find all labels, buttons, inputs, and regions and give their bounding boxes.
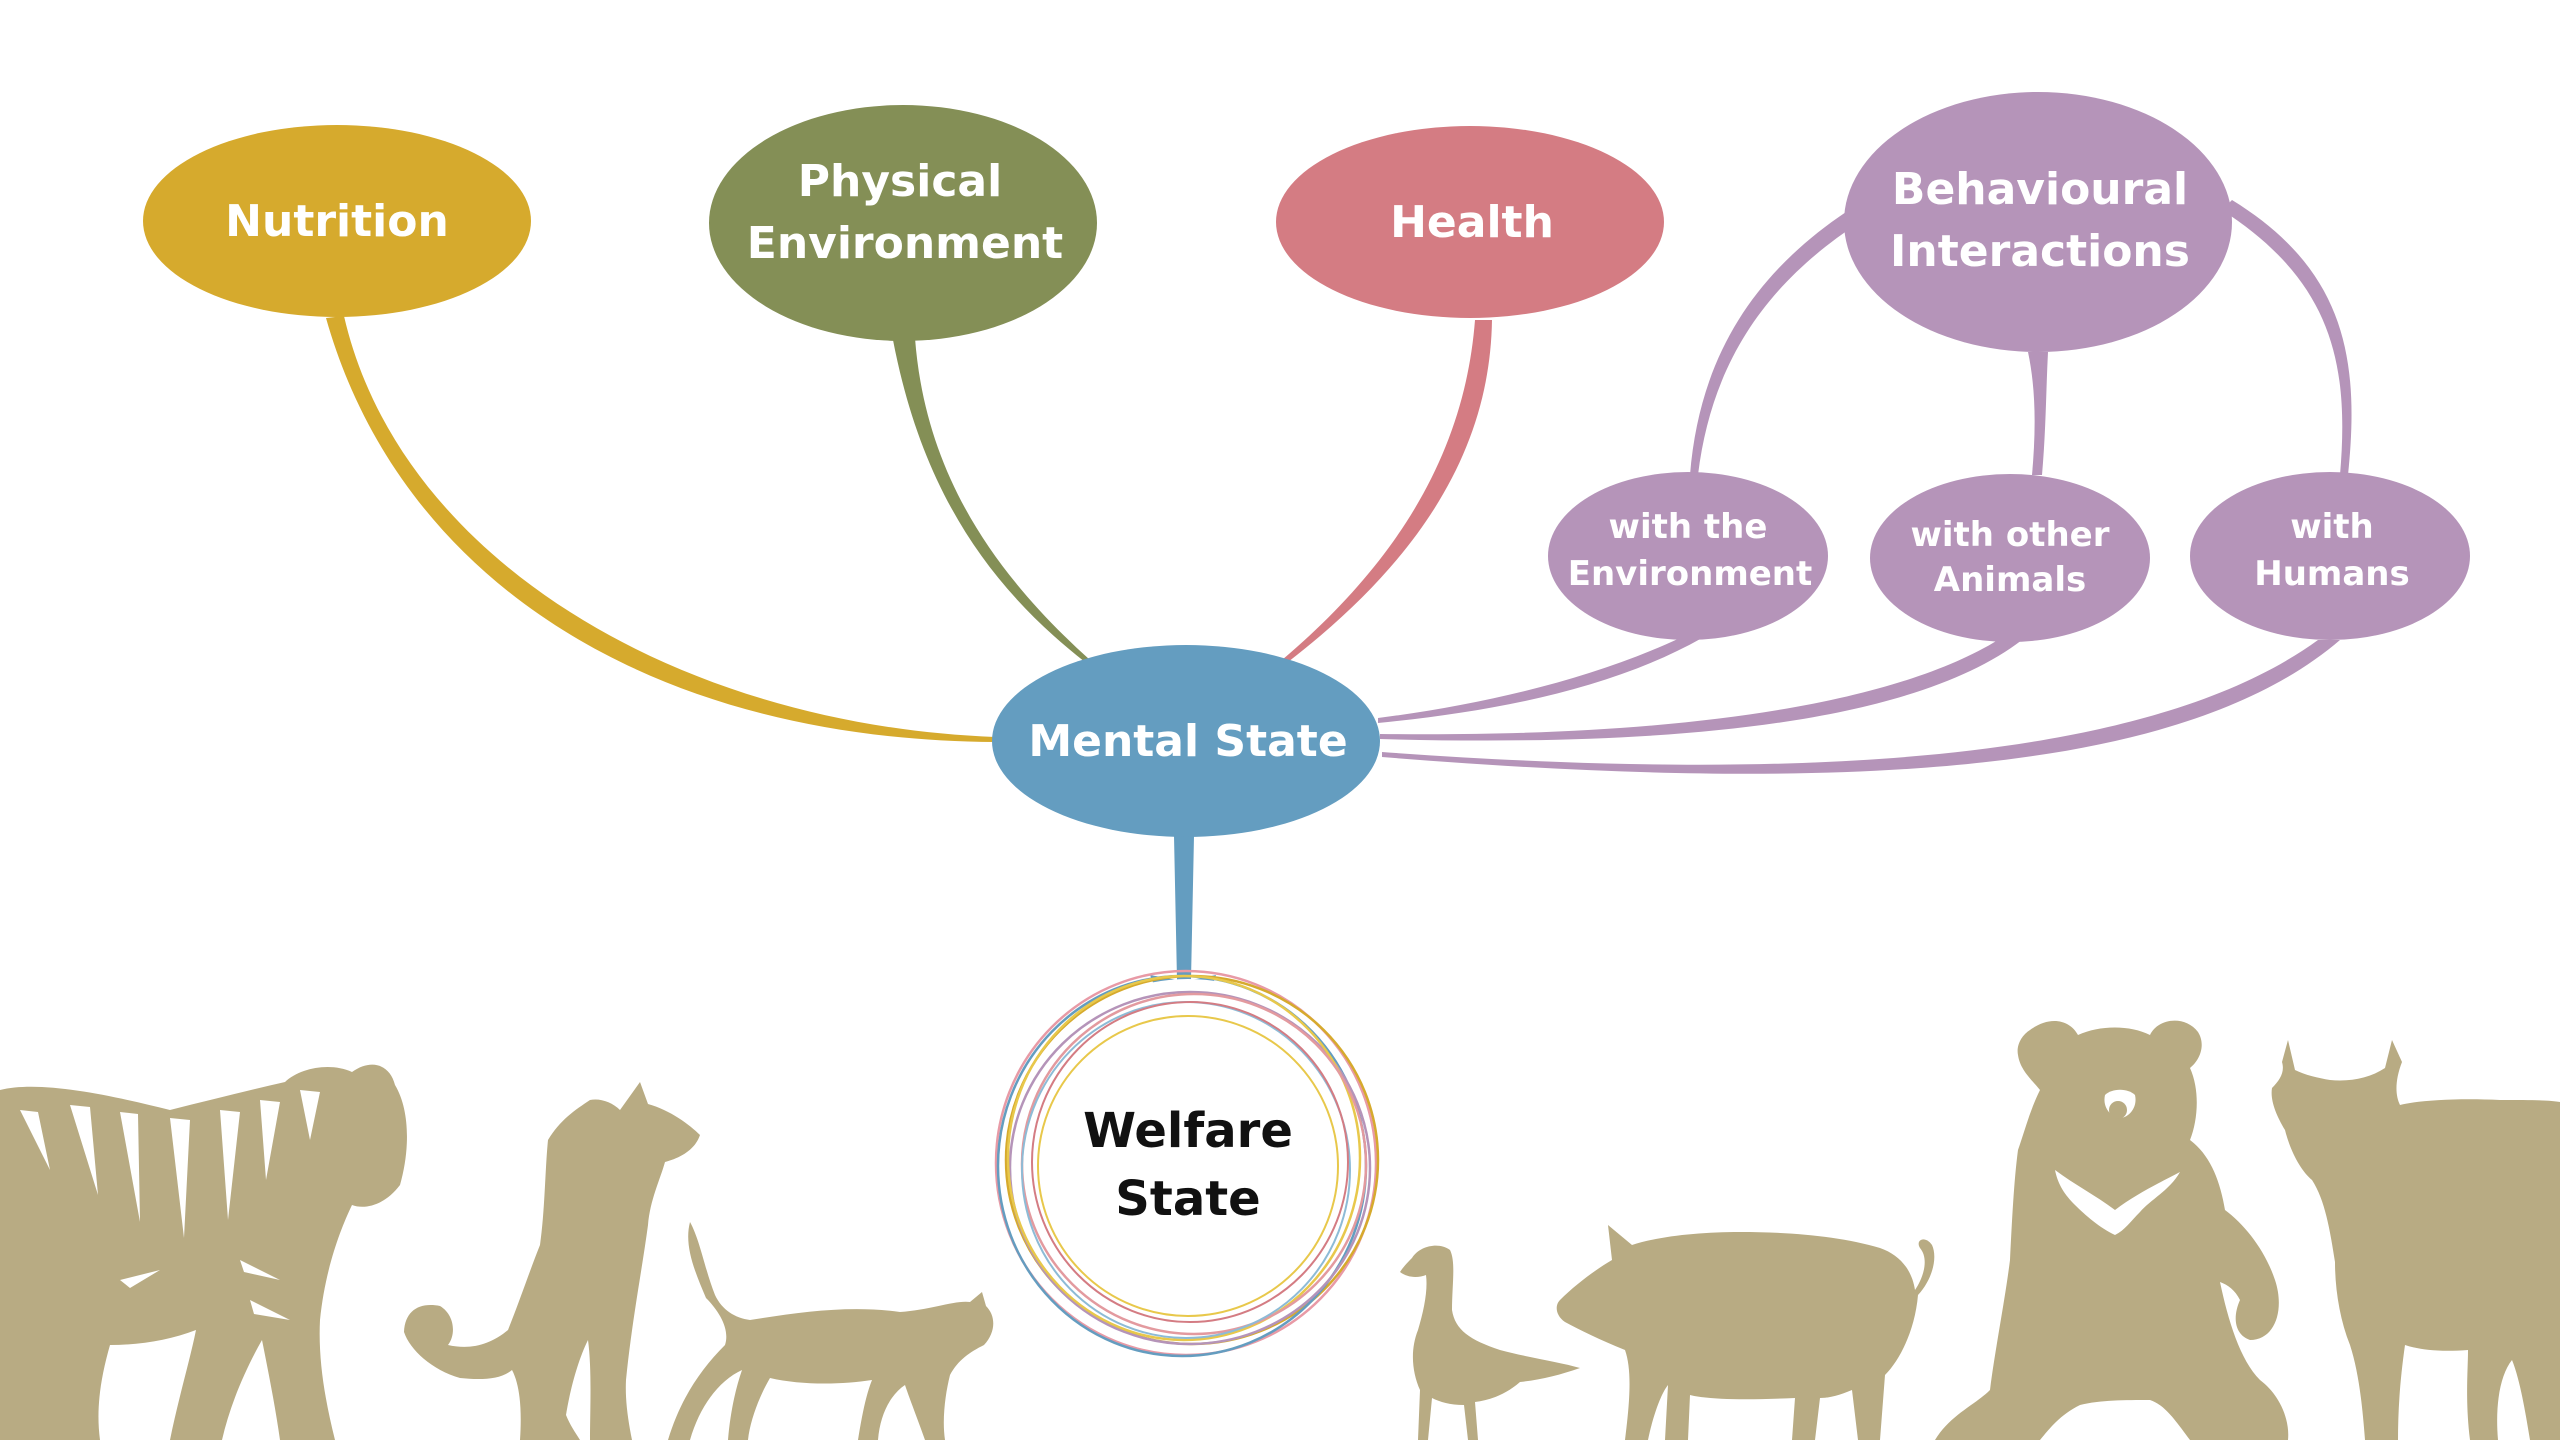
with-env-line2: Environment bbox=[1568, 554, 1813, 594]
bear-icon bbox=[1935, 1020, 2289, 1440]
node-welfare-state: Welfare State bbox=[994, 969, 1380, 1358]
behaviour-label-line2: Interactions bbox=[1890, 226, 2190, 277]
connector-physical bbox=[893, 338, 1090, 662]
with-humans-line1: with bbox=[2290, 507, 2374, 547]
node-mental-state: Mental State bbox=[992, 645, 1380, 837]
connector-behaviour-to-with-humans bbox=[2222, 200, 2352, 475]
dog-icon bbox=[404, 1082, 700, 1440]
node-with-humans: with Humans bbox=[2190, 472, 2470, 640]
connector-with-env-to-mental bbox=[1378, 638, 1702, 723]
with-animals-line1: with other bbox=[1910, 515, 2109, 555]
tiger-icon bbox=[0, 1064, 407, 1440]
physical-label-line1: Physical bbox=[798, 156, 1002, 207]
node-physical-environment: Physical Environment bbox=[709, 105, 1097, 341]
physical-label-line2: Environment bbox=[747, 218, 1063, 269]
welfare-label-line2: State bbox=[1115, 1171, 1260, 1227]
behaviour-label-line1: Behavioural bbox=[1892, 164, 2188, 215]
mental-state-label: Mental State bbox=[1028, 716, 1347, 767]
connector-nutrition bbox=[326, 316, 995, 742]
connector-behaviour-to-with-env bbox=[1690, 212, 1860, 475]
node-nutrition: Nutrition bbox=[143, 125, 531, 317]
connector-health bbox=[1282, 320, 1492, 662]
node-with-other-animals: with other Animals bbox=[1870, 474, 2150, 642]
node-health: Health bbox=[1276, 126, 1664, 318]
node-with-environment: with the Environment bbox=[1548, 472, 1828, 640]
goose-icon bbox=[1400, 1245, 1580, 1440]
welfare-label-line1: Welfare bbox=[1083, 1103, 1293, 1159]
cat-icon bbox=[668, 1222, 994, 1440]
health-label: Health bbox=[1390, 197, 1554, 248]
cow-icon bbox=[2271, 1040, 2560, 1440]
pig-icon bbox=[1556, 1225, 1935, 1440]
nutrition-label: Nutrition bbox=[225, 196, 449, 247]
connector-behaviour-to-with-animals bbox=[2028, 352, 2048, 475]
animal-silhouettes bbox=[0, 1020, 2560, 1440]
with-env-line1: with the bbox=[1609, 507, 1768, 547]
with-humans-line2: Humans bbox=[2254, 554, 2409, 594]
with-animals-line2: Animals bbox=[1934, 560, 2086, 600]
node-behavioural-interactions: Behavioural Interactions bbox=[1844, 92, 2232, 352]
connector-with-animals-to-mental bbox=[1380, 640, 2022, 741]
connector-with-humans-to-mental bbox=[1382, 640, 2340, 774]
